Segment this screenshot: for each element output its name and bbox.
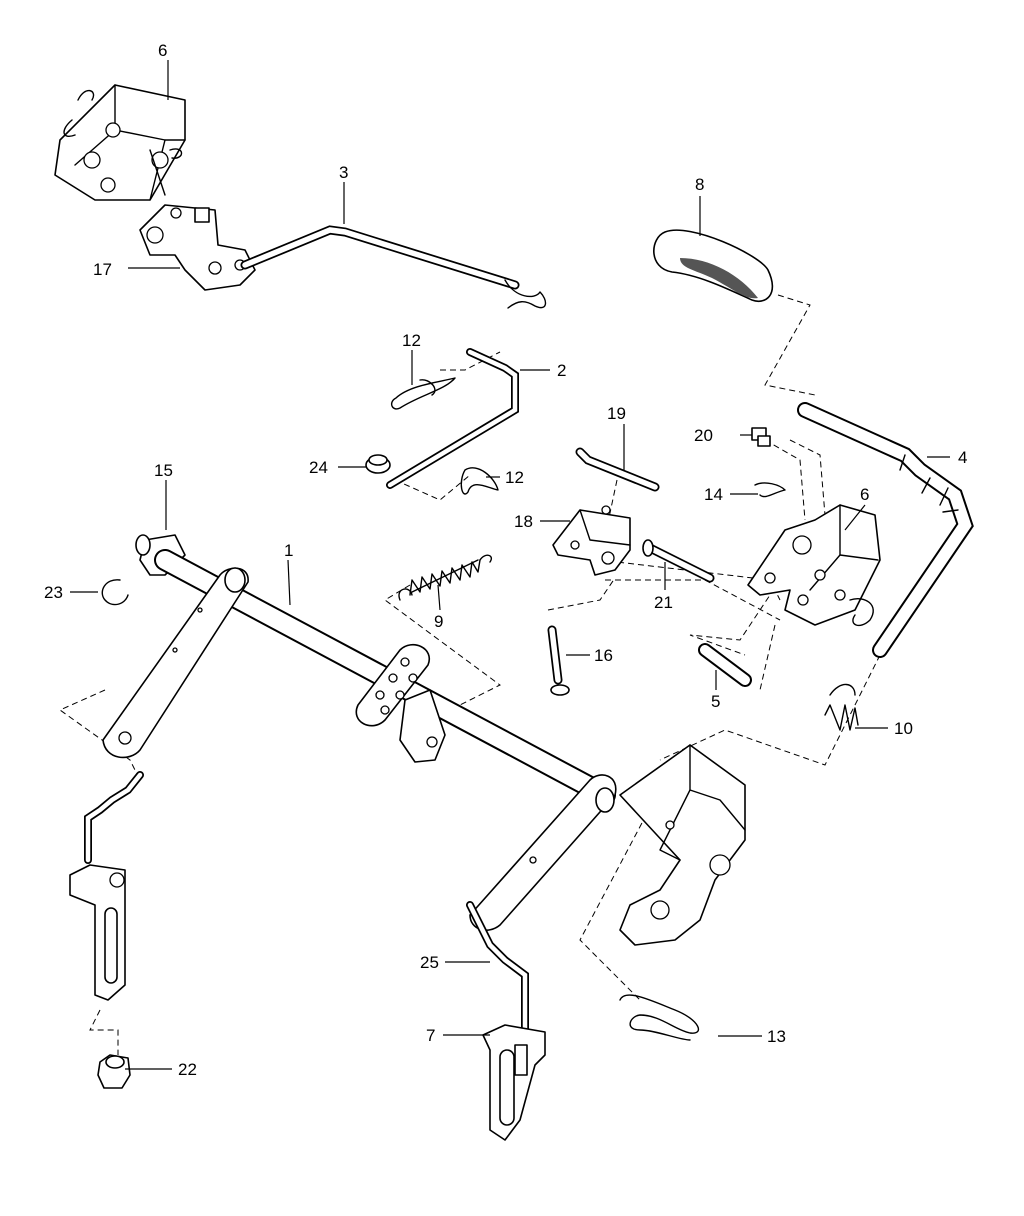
callout-2: 2 bbox=[557, 361, 566, 380]
retaining-clip-part-23 bbox=[101, 579, 129, 606]
link-rod-part-25 bbox=[466, 901, 529, 1054]
callout-7: 7 bbox=[426, 1026, 435, 1045]
torsion-spring-part-10 bbox=[824, 683, 859, 731]
bracket-part-18 bbox=[552, 505, 631, 576]
leader-lines bbox=[70, 60, 950, 1070]
callout-numbers: 6 3 8 17 12 2 19 20 4 24 12 15 14 6 18 1… bbox=[44, 41, 967, 1079]
rod-part-19 bbox=[575, 447, 660, 492]
handle-rod-part-4 bbox=[797, 402, 974, 658]
spacer-part-5 bbox=[698, 643, 752, 687]
handle-grip-part-8 bbox=[653, 229, 774, 302]
callout-17: 17 bbox=[93, 260, 112, 279]
bracket-part-7 bbox=[482, 1024, 546, 1141]
callout-4: 4 bbox=[958, 448, 967, 467]
callout-9: 9 bbox=[434, 612, 443, 631]
callout-6-top: 6 bbox=[158, 41, 167, 60]
pin-part-16 bbox=[547, 625, 570, 696]
callout-12-a: 12 bbox=[402, 331, 421, 350]
callout-25: 25 bbox=[420, 953, 439, 972]
lock-nut-part-22 bbox=[97, 1054, 131, 1089]
bracket-part-6-top bbox=[54, 84, 186, 201]
clevis-pin-part-24 bbox=[365, 454, 391, 474]
callout-24: 24 bbox=[309, 458, 328, 477]
callout-8: 8 bbox=[695, 175, 704, 194]
callout-15: 15 bbox=[154, 461, 173, 480]
hair-pin-clip-part-12-a bbox=[390, 377, 456, 410]
extension-spring-part-9 bbox=[398, 554, 492, 601]
shaft-assembly-part-1 bbox=[102, 549, 746, 946]
callout-3: 3 bbox=[339, 163, 348, 182]
link-rod-left bbox=[69, 771, 144, 1001]
callout-12-b: 12 bbox=[505, 468, 524, 487]
rod-part-3 bbox=[240, 225, 547, 309]
callout-16: 16 bbox=[594, 646, 613, 665]
hair-pin-clip-part-13 bbox=[619, 994, 700, 1041]
bolt-part-20 bbox=[751, 427, 771, 447]
callout-19: 19 bbox=[607, 404, 626, 423]
callout-22: 22 bbox=[178, 1060, 197, 1079]
linkage-part-17 bbox=[139, 204, 256, 291]
rod-part-2 bbox=[386, 348, 519, 489]
callout-14: 14 bbox=[704, 485, 723, 504]
hair-pin-clip-part-14 bbox=[754, 482, 786, 498]
callout-18: 18 bbox=[514, 512, 533, 531]
callout-13: 13 bbox=[767, 1027, 786, 1046]
callout-1: 1 bbox=[284, 541, 293, 560]
callout-10: 10 bbox=[894, 719, 913, 738]
bracket-part-6-right bbox=[747, 504, 881, 627]
callout-23: 23 bbox=[44, 583, 63, 602]
callout-21: 21 bbox=[654, 593, 673, 612]
hair-pin-clip-part-12-b bbox=[460, 467, 499, 495]
callout-5: 5 bbox=[711, 692, 720, 711]
callout-20: 20 bbox=[694, 426, 713, 445]
pin-part-21 bbox=[642, 539, 715, 583]
callout-6-right: 6 bbox=[860, 485, 869, 504]
